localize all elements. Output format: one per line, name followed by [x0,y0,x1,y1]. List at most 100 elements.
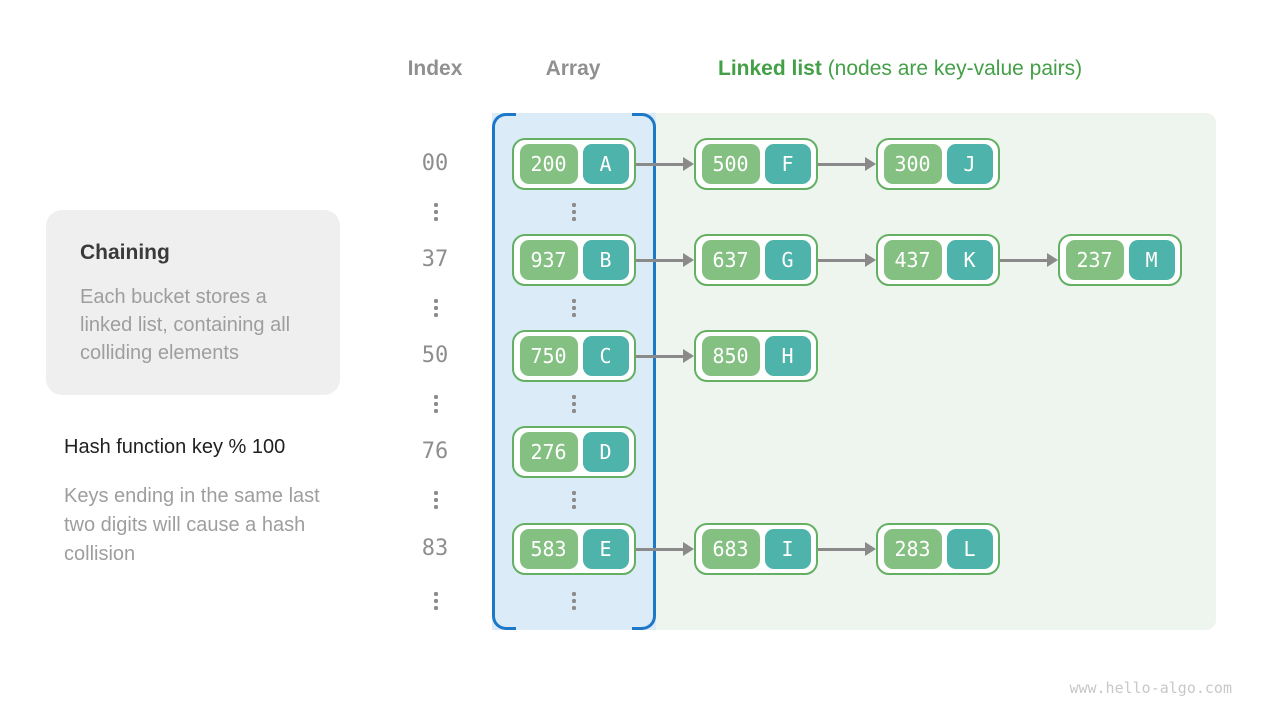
ellipsis-dot [434,505,438,509]
ellipsis-dot [434,491,438,495]
arrow-right-icon [818,138,876,190]
hash-function-label: Hash function key % 100 [64,436,286,458]
ellipsis-dot [434,409,438,413]
ellipsis-dot [434,299,438,303]
arrow-right-icon [636,523,694,575]
node-key-cell: 200 [519,144,578,184]
node-value-cell: G [764,240,811,280]
ellipsis-dot [572,210,576,214]
vertical-ellipsis-icon [572,203,576,221]
vertical-ellipsis-icon [434,395,438,413]
ellipsis-dot [434,402,438,406]
ellipsis-dot [572,203,576,207]
linked-list-header-bold: Linked list [718,57,822,80]
node-value-cell: C [582,336,629,376]
ellipsis-dot [434,599,438,603]
ellipsis-dot [434,606,438,610]
ellipsis-dot [572,409,576,413]
node-key-cell: 500 [701,144,760,184]
vertical-ellipsis-icon [572,592,576,610]
arrow-right-icon [636,234,694,286]
linked-list-header-note: (nodes are key-value pairs) [821,57,1083,80]
ellipsis-dot [572,599,576,603]
ellipsis-dot [434,313,438,317]
node-key-cell: 283 [883,529,942,569]
ellipsis-dot [572,402,576,406]
ellipsis-dot [572,217,576,221]
vertical-ellipsis-icon [572,491,576,509]
ellipsis-dot [572,395,576,399]
node-value-cell: E [582,529,629,569]
vertical-ellipsis-icon [572,299,576,317]
ellipsis-dot [572,313,576,317]
index-column-header: Index [407,57,463,80]
node-value-cell: A [582,144,629,184]
node-key-cell: 850 [701,336,760,376]
arrow-right-icon [636,138,694,190]
array-column-header: Array [545,57,601,80]
ellipsis-dot [572,491,576,495]
chaining-info-title: Chaining [80,241,170,264]
node-key-cell: 237 [1065,240,1124,280]
chaining-info-card: Chaining Each bucket stores a linked lis… [46,210,340,395]
node-value-cell: F [764,144,811,184]
ellipsis-dot [434,210,438,214]
vertical-ellipsis-icon [434,299,438,317]
node-key-cell: 300 [883,144,942,184]
node-value-cell: I [764,529,811,569]
ellipsis-dot [434,498,438,502]
vertical-ellipsis-icon [434,491,438,509]
vertical-ellipsis-icon [572,395,576,413]
array-panel-right-bracket [632,113,656,630]
node-key-cell: 937 [519,240,578,280]
arrow-right-icon [818,523,876,575]
watermark: www.hello-algo.com [1069,679,1232,697]
chaining-info-body: Each bucket stores a linked list, contai… [80,286,291,364]
node-value-cell: L [946,529,993,569]
ellipsis-dot [572,606,576,610]
node-key-cell: 583 [519,529,578,569]
ellipsis-dot [434,217,438,221]
ellipsis-dot [572,299,576,303]
ellipsis-dot [434,395,438,399]
linked-list-column-header: Linked list (nodes are key-value pairs) [718,57,1082,81]
vertical-ellipsis-icon [434,203,438,221]
bucket-index-label: 00 [421,151,449,176]
node-key-cell: 750 [519,336,578,376]
node-key-cell: 683 [701,529,760,569]
node-key-cell: 637 [701,240,760,280]
bucket-index-label: 37 [421,247,449,272]
node-value-cell: M [1128,240,1175,280]
ellipsis-dot [434,306,438,310]
node-key-cell: 437 [883,240,942,280]
vertical-ellipsis-icon [434,592,438,610]
ellipsis-dot [572,306,576,310]
node-value-cell: B [582,240,629,280]
node-value-cell: K [946,240,993,280]
ellipsis-dot [572,505,576,509]
bucket-index-label: 76 [421,439,449,464]
bucket-index-label: 83 [421,536,449,561]
node-value-cell: J [946,144,993,184]
ellipsis-dot [434,592,438,596]
arrow-right-icon [636,330,694,382]
arrow-right-icon [818,234,876,286]
